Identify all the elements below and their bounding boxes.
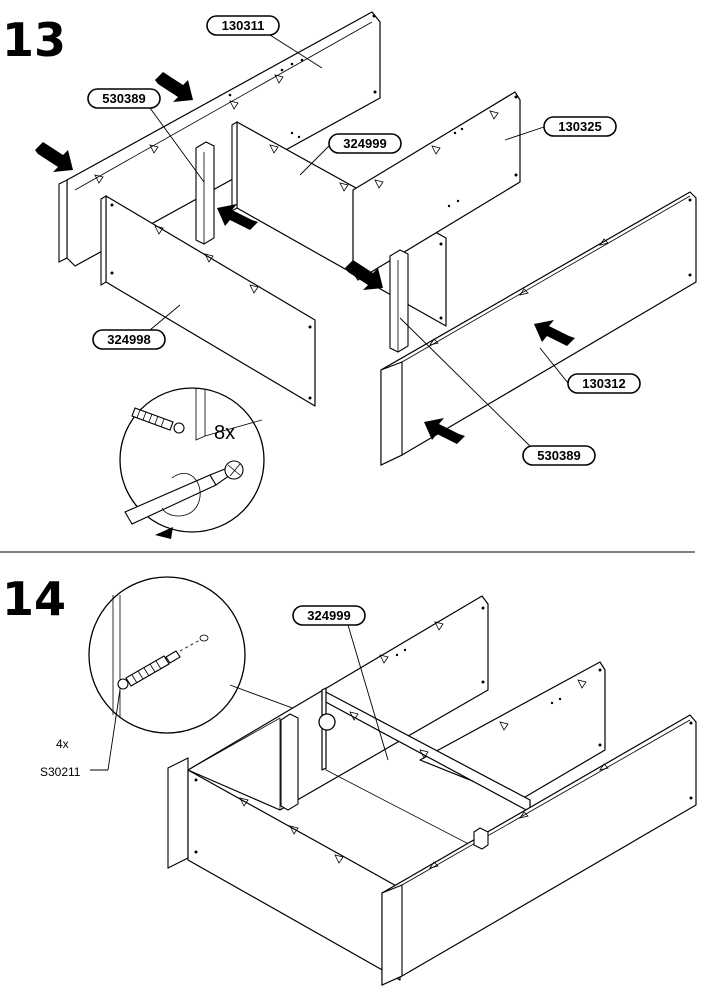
post-530389-left	[195, 141, 215, 245]
label-324999-step14: 324999	[292, 605, 389, 761]
quantity-8x: 8x	[214, 422, 235, 444]
screwdriver-icon	[124, 460, 244, 539]
panel-324998	[100, 195, 316, 407]
label-530389-right: 530389	[399, 317, 596, 466]
svg-text:324998: 324998	[107, 332, 150, 347]
step-number-13: 13	[2, 13, 66, 67]
arrow-icon	[217, 204, 258, 230]
svg-text:130311: 130311	[222, 18, 265, 33]
label-130311: 130311	[206, 15, 323, 69]
svg-text:324999: 324999	[343, 136, 386, 151]
arrow-icon	[155, 72, 193, 102]
label-324998: 324998	[92, 304, 181, 350]
insertion-arrows	[35, 72, 575, 444]
detail-screw-8x: 8x	[119, 387, 265, 539]
label-530389-left: 530389	[87, 88, 205, 183]
label-130312: 130312	[539, 347, 641, 394]
arrow-icon	[345, 260, 383, 290]
step-number-14: 14	[2, 572, 66, 626]
step-14: 14 4x S30211	[2, 572, 697, 986]
arrow-icon	[424, 418, 465, 444]
cam-bolt-icon	[117, 650, 181, 690]
svg-text:530389: 530389	[102, 91, 145, 106]
arrow-icon	[534, 320, 575, 346]
label-324999: 324999	[299, 133, 402, 176]
label-130325: 130325	[504, 116, 617, 141]
step-13: 13	[2, 11, 697, 539]
cam-fitting-icon	[318, 713, 336, 731]
detail-cam-bolt	[88, 576, 326, 771]
panel-130311	[58, 11, 381, 267]
post-530389-right	[389, 249, 409, 353]
assembled-frame	[167, 595, 697, 986]
svg-text:130325: 130325	[558, 119, 601, 134]
svg-text:530389: 530389	[537, 448, 580, 463]
svg-text:324999: 324999	[307, 608, 350, 623]
svg-text:130312: 130312	[582, 376, 625, 391]
quantity-4x: 4x	[56, 737, 69, 751]
screw-icon	[131, 407, 185, 434]
part-code-s30211: S30211	[40, 765, 81, 779]
arrow-icon	[35, 142, 73, 172]
